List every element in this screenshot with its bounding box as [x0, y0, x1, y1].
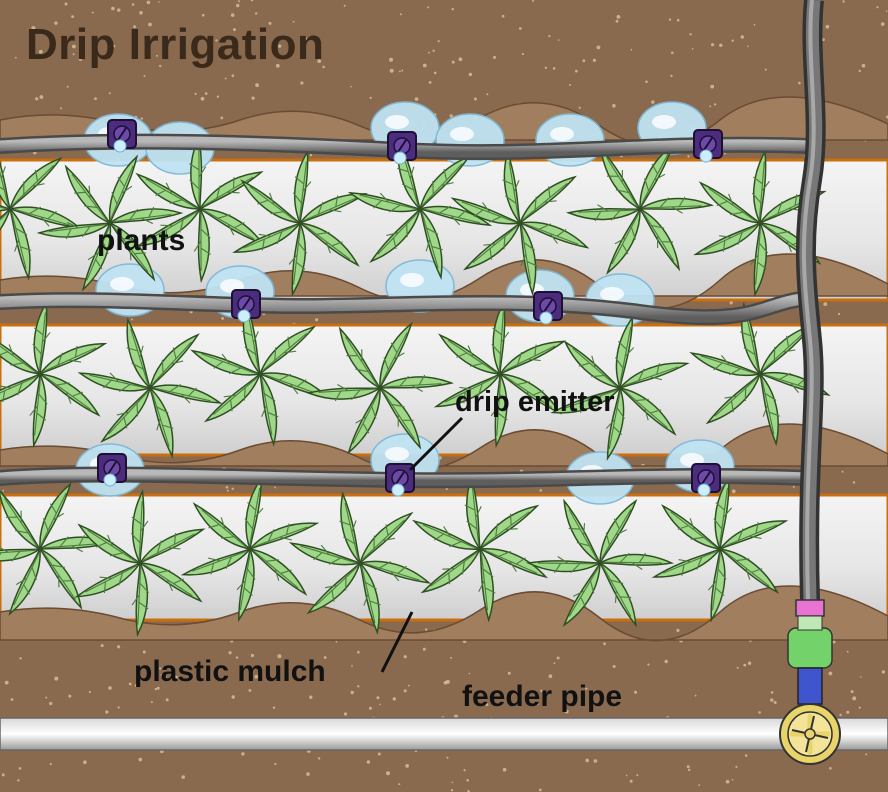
feeder-pipe-label: feeder pipe [462, 680, 623, 713]
emitter-icon [385, 463, 415, 497]
emitter-icon [97, 453, 127, 487]
valve-icon [779, 703, 841, 765]
page-title: Drip Irrigation [26, 20, 325, 69]
drip-emitter-label: drip emitter [455, 386, 615, 418]
coupling-pink [795, 599, 825, 617]
coupling-green [787, 627, 833, 669]
emitter-icon [533, 291, 563, 325]
feeder-pipe-graphic [0, 717, 888, 751]
drip-emitter-leader [408, 416, 464, 472]
emitter-icon [231, 289, 261, 323]
supply-pipe-vertical [795, 0, 826, 601]
plants-label: plants [97, 224, 186, 257]
pipe-couplings [787, 599, 833, 705]
emitter-icon [387, 131, 417, 165]
emitter-icon [693, 129, 723, 163]
emitter-icon [107, 119, 137, 153]
plastic-mulch-label: plastic mulch [134, 655, 326, 688]
drip-emitters [97, 119, 723, 497]
emitter-icon [691, 463, 721, 497]
label-leaders [380, 416, 464, 673]
coupling-blue [797, 667, 823, 705]
plastic-mulch-leader [380, 611, 414, 673]
